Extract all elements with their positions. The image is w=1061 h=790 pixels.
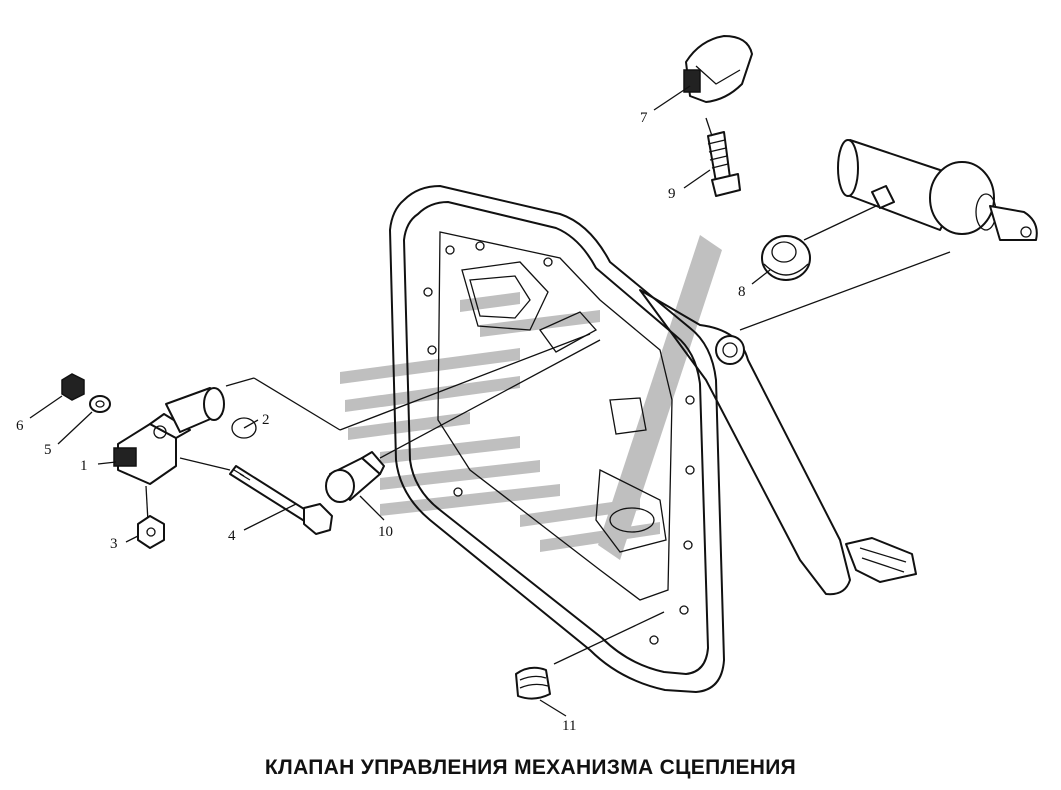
pivot-shaft — [837, 139, 1038, 241]
callout-5: 5 — [44, 442, 52, 458]
diagram-caption: КЛАПАН УПРАВЛЕНИЯ МЕХАНИЗМА СЦЕПЛЕНИЯ — [264, 756, 797, 779]
watermark-logo — [340, 235, 722, 560]
callout-4: 4 — [228, 528, 236, 544]
part-7-clip — [683, 35, 753, 103]
callout-6: 6 — [16, 418, 24, 434]
pedal-bracket — [389, 185, 725, 693]
callout-10: 10 — [378, 524, 393, 540]
leader-lines — [179, 117, 951, 665]
callout-labels: 1 2 3 4 5 6 7 8 9 10 11 — [16, 110, 746, 734]
part-8-bushing — [761, 185, 895, 281]
valve-assembly — [61, 373, 257, 485]
callout-1: 1 — [80, 458, 88, 474]
part-3-nut — [137, 485, 165, 549]
callout-2: 2 — [262, 412, 270, 428]
callout-3: 3 — [110, 536, 118, 552]
part-4-bolt — [229, 465, 333, 535]
clutch-pedal-arm — [639, 289, 917, 596]
callout-7: 7 — [640, 110, 648, 126]
callout-leaders — [29, 85, 771, 717]
callout-11: 11 — [562, 718, 576, 734]
part-10-plunger — [325, 451, 385, 503]
callout-9: 9 — [668, 186, 676, 202]
callout-8: 8 — [738, 284, 746, 300]
part-9-screw — [707, 131, 741, 197]
part-11-spring — [515, 666, 551, 700]
